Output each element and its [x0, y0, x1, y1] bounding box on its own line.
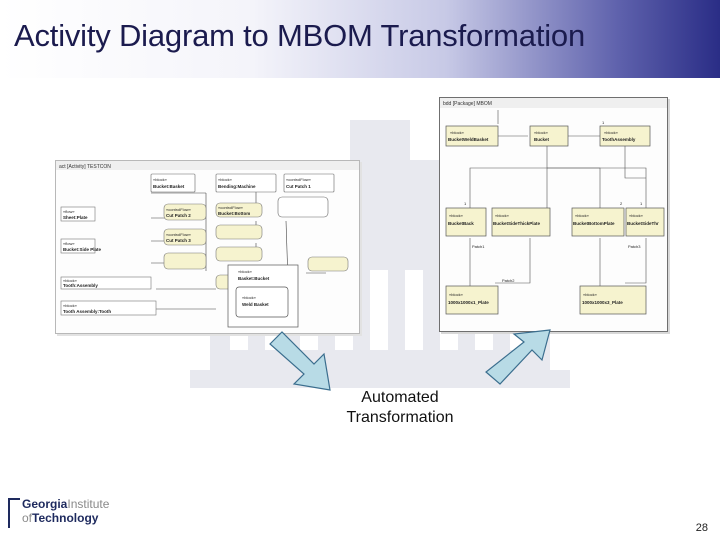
- svg-text:«block»: «block»: [629, 213, 644, 218]
- mbom-diagram-canvas: bdd [Package] MBOM «block» BucketWeldBas…: [440, 98, 667, 315]
- svg-text:«block»: «block»: [534, 130, 549, 135]
- svg-text:BucketSideThr: BucketSideThr: [627, 221, 659, 226]
- svg-text:Cut Patch 3: Cut Patch 3: [166, 238, 191, 243]
- svg-text:ToothAssembly: ToothAssembly: [602, 137, 636, 142]
- svg-text:«block»: «block»: [450, 130, 465, 135]
- transformation-caption: Automated Transformation: [320, 388, 480, 428]
- svg-text:«block»: «block»: [238, 269, 253, 274]
- activity-diagram-image: act [Activity] TESTCON: [55, 160, 360, 334]
- svg-text:«controlFlow»: «controlFlow»: [218, 205, 244, 210]
- svg-text:«block»: «block»: [218, 177, 233, 182]
- svg-text:1: 1: [640, 201, 643, 206]
- svg-text:1000x1000x3_Plate: 1000x1000x3_Plate: [582, 300, 623, 305]
- svg-text:Bucket:Side Plate: Bucket:Side Plate: [63, 247, 102, 252]
- svg-text:«controlFlow»: «controlFlow»: [166, 207, 192, 212]
- svg-text:BucketWeldBasket: BucketWeldBasket: [448, 137, 489, 142]
- svg-text:«block»: «block»: [495, 213, 510, 218]
- transformation-arrow-up-icon: [485, 329, 551, 385]
- title-bar: Activity Diagram to MBOM Transformation: [0, 0, 720, 78]
- svg-text:BucketSideThickPlate: BucketSideThickPlate: [493, 221, 541, 226]
- activity-diagram-canvas: act [Activity] TESTCON: [56, 161, 359, 328]
- svg-text:Weld Basket: Weld Basket: [242, 302, 269, 307]
- svg-text:BucketBottomPlate: BucketBottomPlate: [573, 221, 615, 226]
- svg-text:Bucket:Basket: Bucket:Basket: [153, 184, 185, 189]
- svg-text:Bending:Machine: Bending:Machine: [218, 184, 256, 189]
- logo-text-of: of: [22, 511, 33, 525]
- svg-text:Patch2: Patch2: [502, 278, 515, 283]
- svg-text:Patch1: Patch1: [472, 244, 485, 249]
- svg-text:«block»: «block»: [583, 292, 598, 297]
- svg-text:«flow»: «flow»: [63, 241, 75, 246]
- svg-text:Bucket: Bucket: [534, 137, 550, 142]
- svg-text:1: 1: [464, 201, 467, 206]
- svg-text:«block»: «block»: [242, 295, 257, 300]
- logo-mark-icon: [8, 498, 20, 528]
- svg-text:«block»: «block»: [604, 130, 619, 135]
- svg-text:Sheet:Plate: Sheet:Plate: [63, 215, 88, 220]
- svg-text:«block»: «block»: [575, 213, 590, 218]
- svg-text:BucketBack: BucketBack: [448, 221, 474, 226]
- georgia-tech-logo: GeorgiaInstitute ofTechnology: [8, 496, 128, 532]
- svg-text:Cut Patch 2: Cut Patch 2: [166, 213, 191, 218]
- logo-text-institute: Institute: [67, 497, 110, 511]
- svg-text:«flow»: «flow»: [63, 209, 75, 214]
- svg-text:«block»: «block»: [63, 303, 78, 308]
- svg-text:«block»: «block»: [153, 177, 168, 182]
- svg-text:«controlFlow»: «controlFlow»: [166, 232, 192, 237]
- svg-text:2: 2: [620, 201, 623, 206]
- logo-text-georgia: Georgia: [22, 497, 68, 511]
- svg-text:Bucket:Bottom: Bucket:Bottom: [218, 211, 250, 216]
- page-number: 28: [695, 522, 708, 534]
- svg-text:Patch3: Patch3: [628, 244, 641, 249]
- svg-text:«controlFlow»: «controlFlow»: [286, 177, 312, 182]
- slide-title: Activity Diagram to MBOM Transformation: [14, 18, 586, 53]
- svg-text:Tooth:Assembly: Tooth:Assembly: [63, 283, 98, 288]
- mbom-diagram-header: bdd [Package] MBOM: [443, 101, 492, 107]
- caption-line-1: Automated: [361, 389, 439, 406]
- svg-text:1000x1000x1_Plate: 1000x1000x1_Plate: [448, 300, 489, 305]
- svg-text:Cut Patch 1: Cut Patch 1: [286, 184, 311, 189]
- svg-text:Tooth Assembly:Tooth: Tooth Assembly:Tooth: [63, 309, 111, 314]
- svg-text:«block»: «block»: [449, 213, 464, 218]
- activity-diagram-header: act [Activity] TESTCON: [59, 164, 111, 170]
- mbom-diagram-image: bdd [Package] MBOM «block» BucketWeldBas…: [439, 97, 668, 332]
- transformation-arrow-down-icon: [269, 331, 331, 391]
- svg-text:1: 1: [602, 120, 605, 125]
- svg-text:«block»: «block»: [63, 278, 78, 283]
- caption-line-2: Transformation: [346, 409, 454, 426]
- logo-text-technology: Technology: [32, 511, 99, 525]
- svg-text:Basket:Bucket: Basket:Bucket: [238, 276, 270, 281]
- svg-text:«block»: «block»: [449, 292, 464, 297]
